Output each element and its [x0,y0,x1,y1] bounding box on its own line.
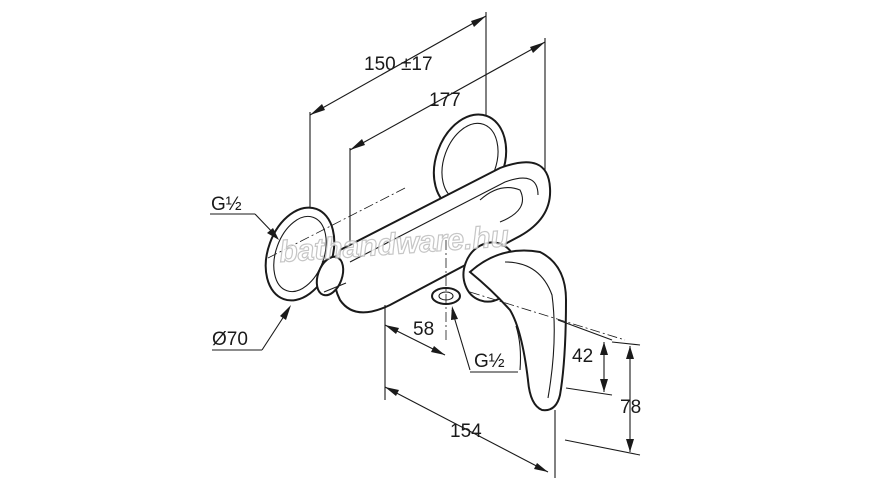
label-total-length: 177 [429,90,461,111]
lever-contour-inner [515,325,522,371]
arrow-icon [385,325,399,334]
arrow-icon [530,42,545,53]
label-depth: 154 [450,421,482,442]
lever-contour [504,261,555,399]
ext-line-78-bottom [564,439,641,456]
arrow-icon [626,439,634,452]
label-connection-bottom: G½ [474,351,505,372]
label-connection-left: G½ [211,194,242,215]
dim-line-150 [309,15,487,116]
dim-line-154 [384,386,549,473]
label-overall-length: 150 ±17 [364,54,433,75]
arrow-icon [350,139,365,150]
arrow-icon [600,342,608,355]
label-total-height: 78 [620,397,641,418]
lever-handle [468,249,568,412]
arrow-icon [600,379,608,392]
centerline-horizontal [267,187,406,259]
arrow-icon [280,305,291,320]
ext-line-42-bottom [565,387,613,396]
body-shoulder [479,187,524,223]
arrow-icon [385,387,399,396]
connection-nut-left [315,255,345,297]
label-lever-height: 42 [572,346,593,367]
arrow-icon [310,104,325,115]
arrow-icon [471,16,486,27]
arrow-icon [626,346,634,359]
arrow-icon [431,346,445,355]
arrow-icon [534,463,548,472]
nut-edges [321,253,347,293]
arrow-icon [267,228,279,240]
ext-line-42-top [557,319,613,341]
arrow-icon [451,306,458,320]
label-spacing: 58 [413,319,434,340]
leader-line [451,309,471,371]
centerline-lever [469,291,626,341]
dim-line-177 [349,41,546,151]
ext-line-78-top [611,341,641,346]
label-diameter: Ø70 [212,329,248,350]
body-highlight [349,177,539,263]
